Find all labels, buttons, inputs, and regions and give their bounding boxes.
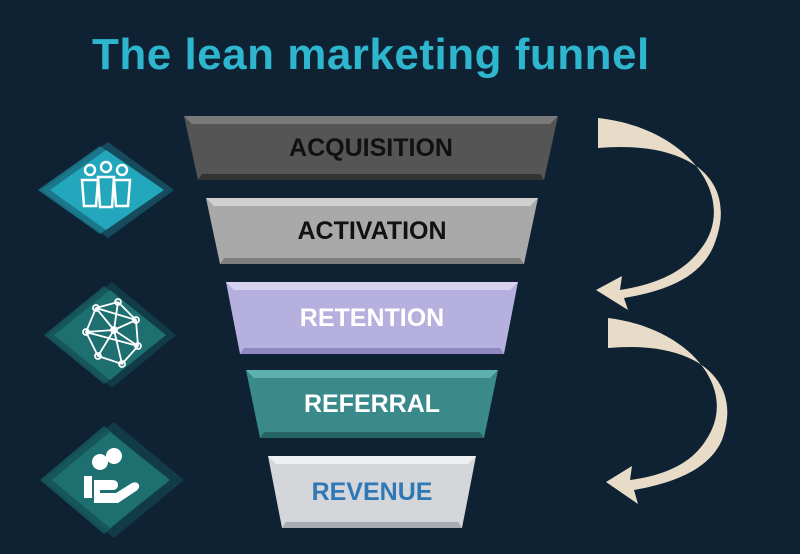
funnel-stage-activation: ACTIVATION: [206, 198, 538, 264]
hand-coins-icon: [38, 420, 188, 540]
funnel-stage-acquisition: ACQUISITION: [184, 116, 558, 180]
network-icon: [40, 280, 180, 390]
curved-arrow-icon: [606, 318, 728, 504]
funnel-stage-revenue: REVENUE: [268, 456, 476, 528]
funnel-stage-label: RETENTION: [299, 303, 445, 332]
funnel-stage-label: ACTIVATION: [297, 216, 447, 245]
page-title: The lean marketing funnel: [92, 30, 650, 79]
funnel-stage-label: REVENUE: [311, 477, 433, 506]
funnel-stage-referral: REFERRAL: [246, 370, 498, 438]
curved-arrow-icon: [596, 118, 721, 310]
people-icon: [38, 140, 178, 240]
funnel-stage-label: REFERRAL: [303, 389, 441, 418]
funnel-stage-retention: RETENTION: [226, 282, 518, 354]
funnel-stage-label: ACQUISITION: [289, 133, 453, 162]
